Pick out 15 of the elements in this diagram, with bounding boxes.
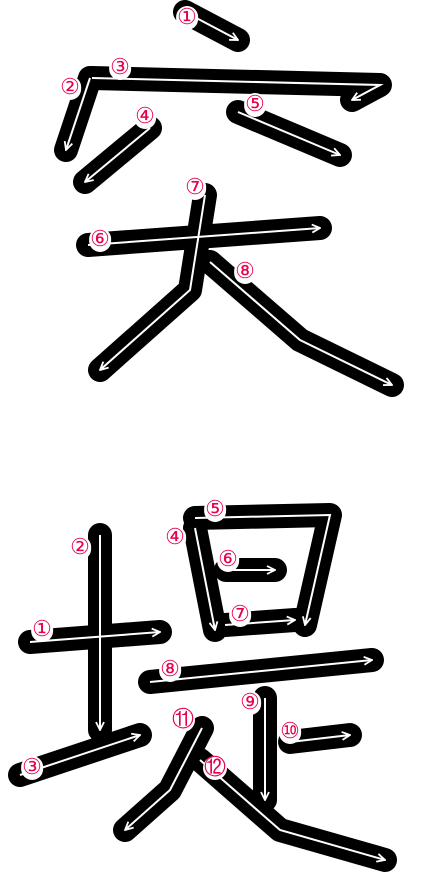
stroke-number: ⑨ (239, 691, 261, 715)
stroke-number: ⑧ (159, 658, 181, 682)
stroke-number: ① (31, 618, 53, 642)
stroke-number: ⑪ (171, 708, 195, 732)
stroke-number: ⑤ (204, 498, 226, 522)
stroke-number: ⑥ (89, 228, 111, 252)
stroke-number: ⑩ (279, 720, 301, 744)
stroke-number: ③ (109, 56, 131, 80)
stroke-number: ⑦ (229, 603, 251, 627)
stroke-number: ⑦ (184, 176, 206, 200)
stroke-number: ⑥ (217, 548, 239, 572)
stroke-number: ② (69, 536, 91, 560)
stroke-number: ② (59, 76, 81, 100)
stroke-number: ⑧ (234, 260, 256, 284)
stroke-number: ④ (134, 105, 156, 129)
